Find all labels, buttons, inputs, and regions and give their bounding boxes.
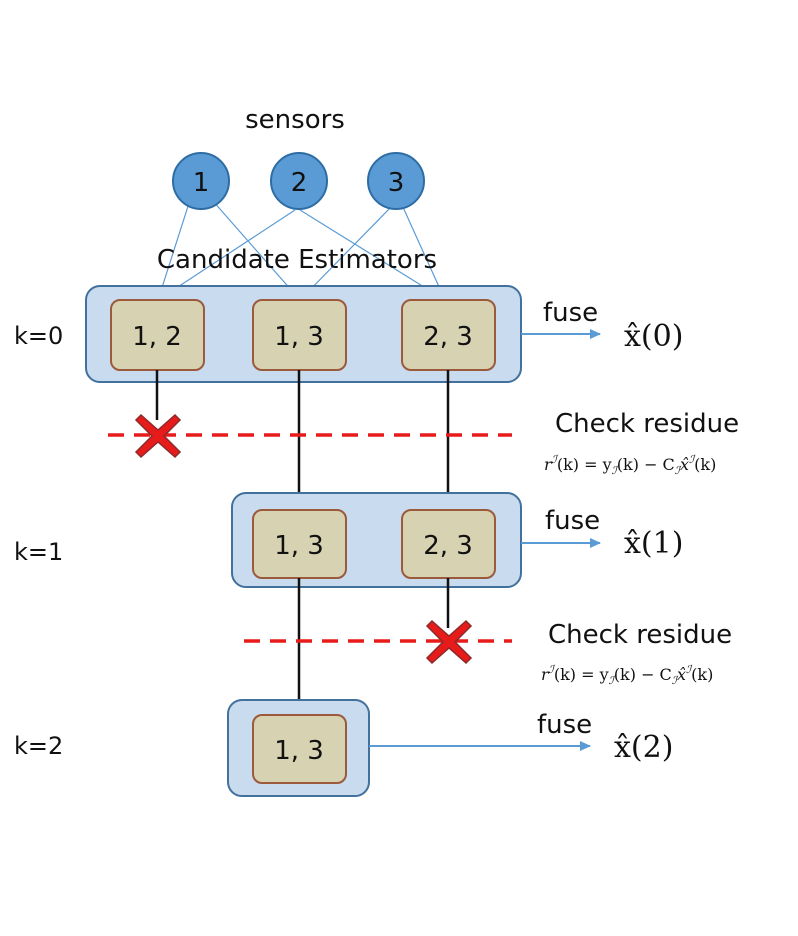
- estimator-0-0: 1, 2: [110, 299, 205, 371]
- sensors-title: sensors: [245, 105, 345, 135]
- estimator-0-1-label: 1, 3: [274, 322, 324, 352]
- link-s1-e12: [157, 199, 191, 301]
- cut-icon-0: [134, 413, 182, 459]
- estimator-0-2: 2, 3: [401, 299, 496, 371]
- check-equation-0: rℐ(k) = yℐ(k) − Cℐx̂ℐ(k): [544, 453, 716, 477]
- sensor-1: 1: [172, 152, 230, 210]
- estimator-1-0: 1, 3: [252, 509, 347, 579]
- estimator-0-2-label: 2, 3: [423, 322, 473, 352]
- sensor-2-label: 2: [291, 168, 308, 198]
- link-s3-e13: [299, 204, 394, 301]
- estimator-0-0-label: 1, 2: [132, 322, 182, 352]
- output-2: x̂(2): [614, 730, 673, 765]
- estimator-1-0-label: 1, 3: [274, 531, 324, 561]
- check-equation-1: rℐ(k) = yℐ(k) − Cℐx̂ℐ(k): [541, 663, 713, 687]
- estimator-2-0: 1, 3: [252, 714, 347, 784]
- check-label-1: Check residue: [548, 620, 732, 650]
- fuse-label-1: fuse: [545, 506, 600, 536]
- fuse-label-2: fuse: [537, 710, 592, 740]
- estimator-1-1: 2, 3: [401, 509, 496, 579]
- output-0: x̂(0): [624, 319, 683, 354]
- link-s3-e23: [401, 204, 446, 301]
- sensor-3: 3: [367, 152, 425, 210]
- link-s1-e13: [211, 199, 301, 301]
- estimator-2-0-label: 1, 3: [274, 736, 324, 766]
- step-0-label: k=0: [14, 322, 63, 350]
- output-1: x̂(1): [624, 526, 683, 561]
- estimator-0-1: 1, 3: [252, 299, 347, 371]
- cut-icon-1: [425, 619, 473, 665]
- estimators-heading: Candidate Estimators: [157, 245, 437, 275]
- sensor-2: 2: [270, 152, 328, 210]
- fuse-label-0: fuse: [543, 298, 598, 328]
- estimator-1-1-label: 2, 3: [423, 531, 473, 561]
- sensor-1-label: 1: [193, 168, 210, 198]
- step-2-label: k=2: [14, 732, 63, 760]
- step-1-label: k=1: [14, 538, 63, 566]
- sensor-3-label: 3: [388, 168, 405, 198]
- check-label-0: Check residue: [555, 409, 739, 439]
